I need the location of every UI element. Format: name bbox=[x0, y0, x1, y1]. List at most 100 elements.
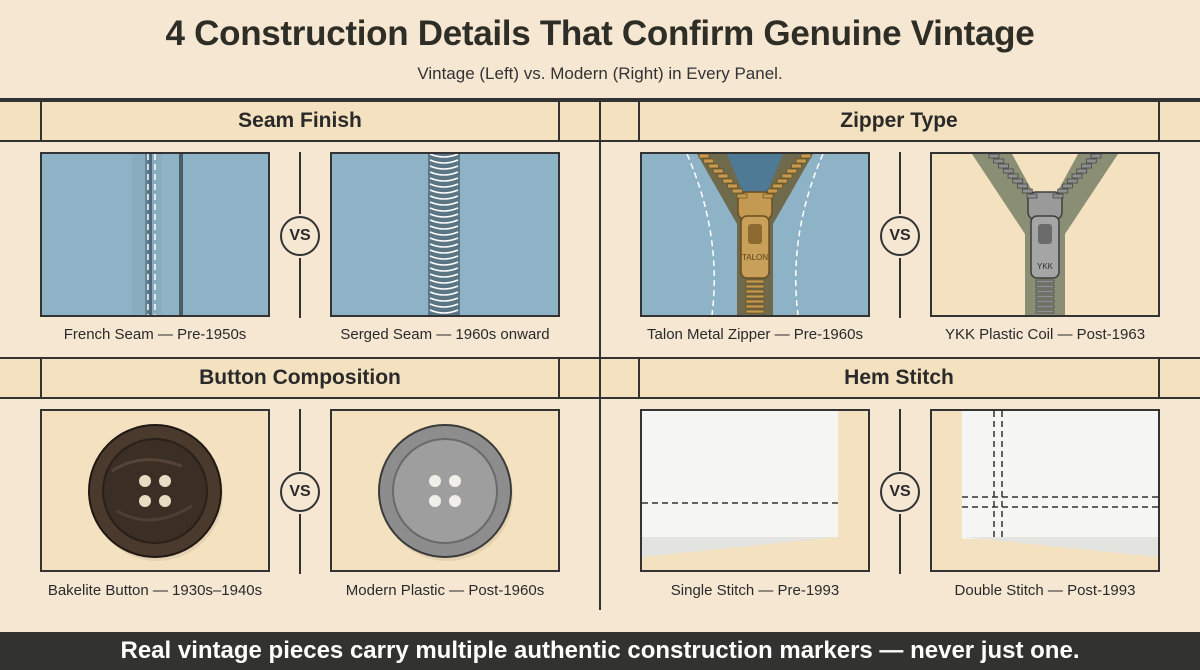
serge-stitch bbox=[429, 285, 459, 290]
serge-stitch bbox=[429, 243, 459, 248]
serge-stitch bbox=[429, 183, 459, 188]
zipper-tooth bbox=[703, 158, 715, 164]
zipper-tooth bbox=[745, 294, 765, 299]
zipper-tooth bbox=[731, 188, 743, 194]
zipper-tooth bbox=[708, 163, 719, 169]
zipper-tooth bbox=[988, 154, 1000, 159]
button-vs-line-top bbox=[299, 409, 301, 471]
zipper-tooth bbox=[998, 163, 1009, 169]
zipper-tooth bbox=[1085, 158, 1097, 164]
zipper-tooth bbox=[1052, 193, 1064, 199]
zipper-tooth bbox=[1057, 188, 1069, 194]
zipper-tooth bbox=[1002, 168, 1014, 174]
serged-seam-illustration bbox=[330, 152, 560, 317]
zipper-tooth bbox=[781, 173, 793, 179]
serge-stitch bbox=[429, 159, 459, 164]
zipper-tooth bbox=[1021, 188, 1033, 194]
footer-banner: Real vintage pieces carry multiple authe… bbox=[0, 632, 1200, 670]
serge-stitch bbox=[429, 303, 459, 308]
zipper-tooth bbox=[1012, 178, 1024, 184]
serge-stitch bbox=[429, 309, 459, 314]
french-seam-illustration bbox=[40, 152, 270, 317]
hem-vs-line-top bbox=[899, 409, 901, 471]
serge-stitch bbox=[429, 273, 459, 278]
zipper-tooth bbox=[1071, 173, 1083, 179]
french-seam-caption: French Seam — Pre-1950s bbox=[63, 326, 247, 343]
button-heading-band: Button Composition bbox=[0, 357, 600, 399]
page-title: 4 Construction Details That Confirm Genu… bbox=[165, 14, 1035, 53]
zipper-tooth bbox=[762, 193, 774, 199]
seam-vs-line-top bbox=[299, 152, 301, 214]
serge-stitch bbox=[429, 207, 459, 212]
button-vs-badge: VS bbox=[280, 472, 320, 512]
serge-stitch bbox=[429, 177, 459, 182]
zipper-tooth bbox=[786, 168, 798, 174]
serge-stitch bbox=[429, 171, 459, 176]
zipper-tooth bbox=[1081, 163, 1092, 169]
single-stitch-illustration bbox=[640, 409, 870, 572]
serge-stitch bbox=[429, 237, 459, 242]
zipper-heading: Zipper Type bbox=[638, 102, 1160, 140]
bakelite-button-illustration bbox=[40, 409, 270, 572]
zipper-tooth bbox=[1066, 178, 1078, 184]
zipper-tooth bbox=[698, 154, 710, 159]
zipper-tooth bbox=[1035, 309, 1055, 314]
hem-heading: Hem Stitch bbox=[638, 359, 1160, 397]
zipper-tooth bbox=[993, 158, 1005, 164]
page-subtitle: Vintage (Left) vs. Modern (Right) in Eve… bbox=[417, 64, 783, 83]
plastic-button-illustration bbox=[330, 409, 560, 572]
ykk-zipper-illustration: YKK bbox=[930, 152, 1160, 317]
zipper-tooth bbox=[772, 183, 783, 189]
double-stitch-illustration bbox=[930, 409, 1160, 572]
zipper-tooth bbox=[1062, 183, 1073, 189]
button-vs-line-bottom bbox=[299, 514, 301, 574]
zipper-tooth bbox=[1035, 284, 1055, 289]
talon-zipper-caption: Talon Metal Zipper — Pre-1960s bbox=[647, 326, 863, 343]
center-divider bbox=[599, 100, 601, 610]
serge-stitch bbox=[429, 261, 459, 266]
zipper-tooth bbox=[795, 158, 807, 164]
plastic-button-caption: Modern Plastic — Post-1960s bbox=[345, 582, 545, 599]
serge-stitch bbox=[429, 255, 459, 260]
zipper-tooth bbox=[745, 299, 765, 304]
zipper-tooth bbox=[745, 289, 765, 294]
serge-stitch bbox=[429, 213, 459, 218]
zipper-tooth bbox=[1035, 289, 1055, 294]
serge-stitch bbox=[429, 165, 459, 170]
serge-stitch bbox=[429, 219, 459, 224]
zipper-tooth bbox=[1026, 193, 1038, 199]
seam-heading: Seam Finish bbox=[40, 102, 560, 140]
zipper-tooth bbox=[800, 154, 812, 159]
serge-stitch bbox=[429, 195, 459, 200]
zipper-tooth bbox=[1035, 299, 1055, 304]
serge-stitch bbox=[429, 154, 459, 158]
zipper-tooth bbox=[745, 284, 765, 289]
serge-stitch bbox=[429, 189, 459, 194]
serge-stitch bbox=[429, 249, 459, 254]
zipper-tooth bbox=[717, 173, 729, 179]
serge-stitch bbox=[429, 267, 459, 272]
bakelite-button-caption: Bakelite Button — 1930s–1940s bbox=[47, 582, 263, 599]
ykk-pull-text: YKK bbox=[1037, 262, 1054, 271]
zipper-tooth bbox=[722, 178, 734, 184]
button-heading: Button Composition bbox=[40, 359, 560, 397]
zipper-tooth bbox=[776, 178, 788, 184]
zipper-tooth bbox=[727, 183, 738, 189]
zipper-vs-line-bottom bbox=[899, 258, 901, 318]
zipper-tooth bbox=[1035, 294, 1055, 299]
zipper-tooth bbox=[745, 309, 765, 314]
zipper-tooth bbox=[745, 279, 765, 284]
serge-stitch bbox=[429, 297, 459, 302]
double-stitch-caption: Double Stitch — Post-1993 bbox=[954, 582, 1136, 599]
serge-stitch bbox=[429, 201, 459, 206]
hem-vs-badge: VS bbox=[880, 472, 920, 512]
seam-vs-line-bottom bbox=[299, 258, 301, 318]
zipper-tooth bbox=[736, 193, 748, 199]
zipper-tooth bbox=[1035, 279, 1055, 284]
serge-stitch bbox=[429, 231, 459, 236]
talon-pull-text: TALON bbox=[742, 253, 768, 262]
zipper-tooth bbox=[1076, 168, 1088, 174]
serge-stitch bbox=[429, 279, 459, 284]
zipper-tooth bbox=[791, 163, 802, 169]
zipper-tooth bbox=[1007, 173, 1019, 179]
